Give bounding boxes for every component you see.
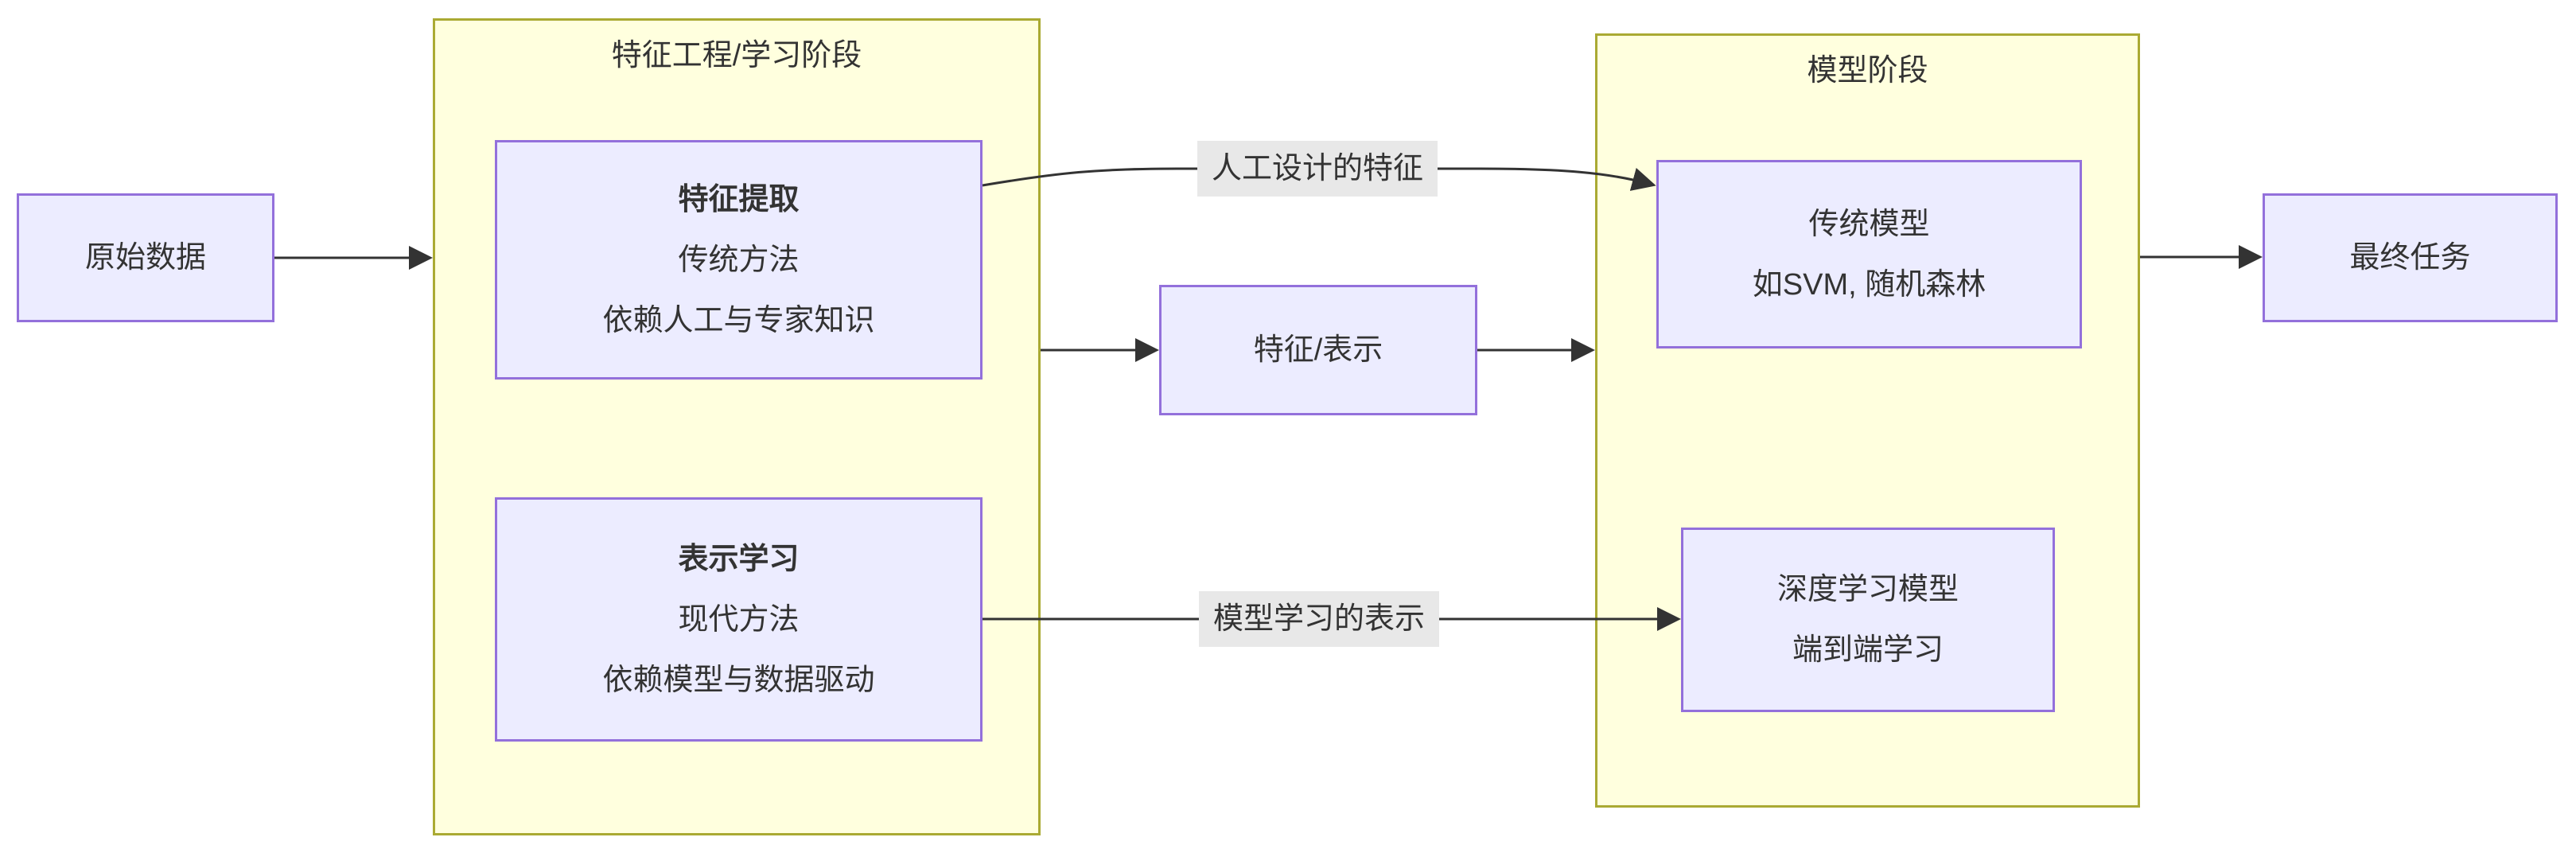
node-traditional-model: 传统模型 如SVM, 随机森林 <box>1656 160 2082 349</box>
node-feature-extraction-line1: 传统方法 <box>678 243 800 277</box>
edge-label-model-learned: 模型学习的表示 <box>1198 591 1440 647</box>
node-representation-learning-line2: 依赖模型与数据驱动 <box>602 663 875 697</box>
node-deep-learning-model-line1: 深度学习模型 <box>1776 573 1959 606</box>
node-representation-learning-line1: 现代方法 <box>678 602 800 637</box>
node-representation-learning: 表示学习 现代方法 依赖模型与数据驱动 <box>495 497 983 742</box>
node-feature-extraction: 特征提取 传统方法 依赖人工与专家知识 <box>495 140 983 380</box>
cluster-feature-stage-title: 特征工程/学习阶段 <box>611 39 862 72</box>
node-final-task-label: 最终任务 <box>2349 241 2471 275</box>
edge-feature-extraction-to-traditional-model <box>982 167 1656 191</box>
node-deep-learning-model-line2: 端到端学习 <box>1792 633 1944 667</box>
node-traditional-model-line2: 如SVM, 随机森林 <box>1752 267 1986 302</box>
node-raw-data-label: 原始数据 <box>84 241 206 275</box>
node-traditional-model-line1: 传统模型 <box>1808 207 1930 241</box>
node-deep-learning-model: 深度学习模型 端到端学习 <box>1681 528 2055 712</box>
edge-label-manual-features: 人工设计的特征 <box>1197 141 1438 197</box>
node-raw-data: 原始数据 <box>17 193 274 322</box>
node-feature-extraction-title: 特征提取 <box>678 182 800 216</box>
node-final-task: 最终任务 <box>2263 193 2558 322</box>
node-feature-repr-label: 特征/表示 <box>1253 333 1383 367</box>
node-representation-learning-title: 表示学习 <box>678 542 800 576</box>
cluster-model-stage-title: 模型阶段 <box>1807 54 1928 88</box>
node-feature-repr: 特征/表示 <box>1159 285 1477 415</box>
node-feature-extraction-line2: 依赖人工与专家知识 <box>602 303 875 337</box>
